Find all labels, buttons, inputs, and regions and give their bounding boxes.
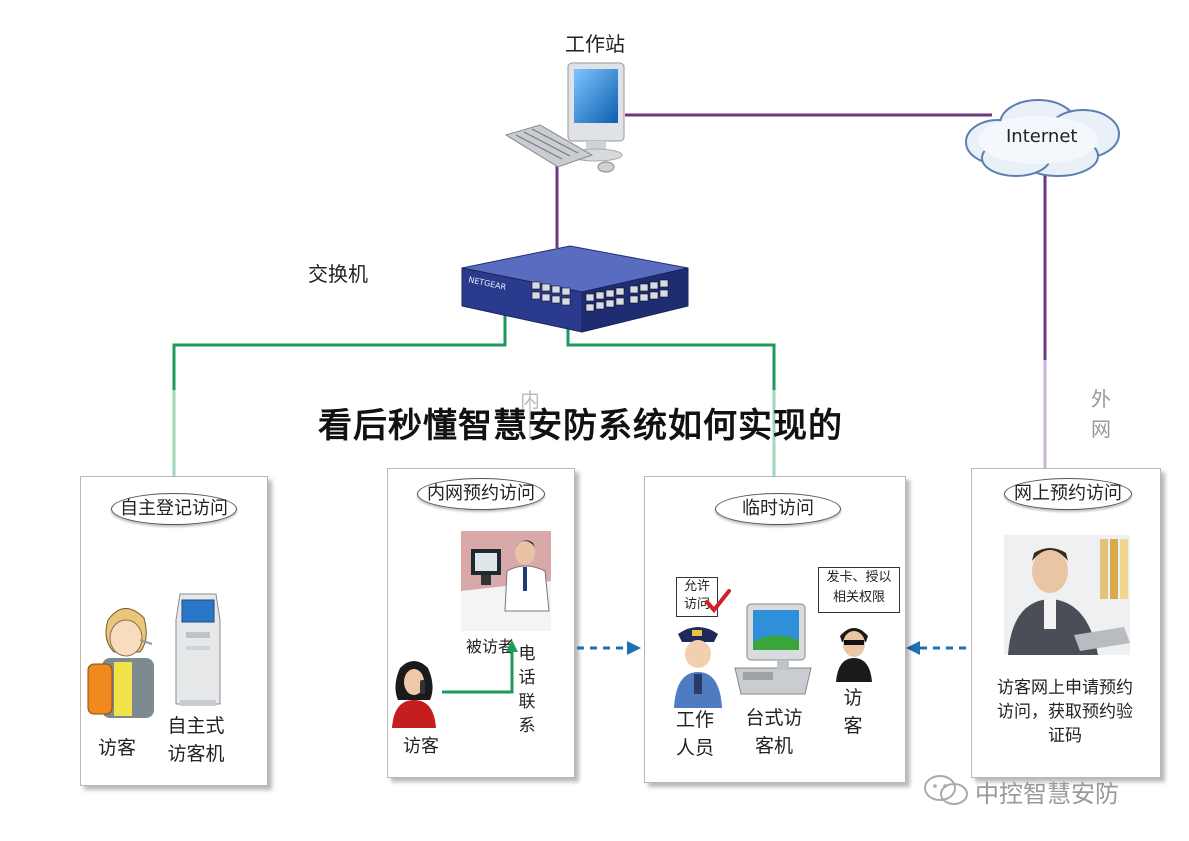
workstation-label: 工作站 — [565, 32, 625, 56]
watermark-text: 中控智慧安防 — [975, 780, 1119, 808]
network-switch-icon[interactable]: NETGEAR — [460, 240, 690, 335]
self-register-header: 自主登记访问 — [111, 493, 237, 525]
page-title: 看后秒懂智慧安防系统如何实现的 — [318, 406, 843, 446]
switch-label: 交换机 — [308, 262, 368, 286]
staff-guard-icon — [674, 627, 722, 708]
desktop-visitor-terminal-icon[interactable] — [733, 602, 813, 698]
temporary-visitor-icon — [836, 628, 872, 682]
kiosk-label: 自主式 访客机 — [167, 715, 225, 765]
phone-contact-label: 电话联系 — [518, 644, 536, 736]
online-booking-description: 访客网上申请预约 访问，获取预约验 证码 — [997, 678, 1133, 746]
staff-label: 工作 人员 — [675, 709, 714, 759]
visitee-label: 被访者 — [466, 637, 515, 656]
kiosk-terminal-icon[interactable] — [170, 590, 226, 708]
checkmark-icon — [705, 589, 731, 614]
arrow-to-temporary — [577, 641, 641, 655]
extranet-label: 外 网 — [1091, 387, 1111, 441]
internet-cloud-icon[interactable] — [958, 92, 1133, 184]
desktop-terminal-label: 台式访 客机 — [745, 707, 803, 757]
caller-visitor-icon — [392, 661, 436, 728]
phone-contact-arrow — [442, 640, 518, 694]
intranet-visitor-label: 访客 — [403, 736, 439, 757]
visitee-office-icon — [461, 531, 551, 631]
internet-label: Internet — [1006, 126, 1078, 147]
intranet-booking-header: 内网预约访问 — [417, 478, 545, 510]
workstation-computer-icon[interactable] — [500, 55, 630, 175]
temporary-header: 临时访问 — [715, 493, 841, 525]
wechat-icon — [924, 775, 968, 805]
lan-line-left — [172, 298, 507, 476]
online-booking-header: 网上预约访问 — [1004, 478, 1132, 510]
visitor-person-icon — [87, 608, 154, 718]
intranet-label: 内 — [520, 388, 540, 412]
card-authorization-note: 发卡、授以 相关权限 — [818, 567, 900, 613]
online-applicant-icon — [1004, 535, 1130, 655]
arrow-from-online — [906, 641, 976, 655]
allow-visit-note: 允许 访问 — [676, 577, 718, 617]
temporary-visitor-label: 访 客 — [843, 687, 863, 737]
self-register-visitor-label: 访客 — [98, 737, 137, 759]
